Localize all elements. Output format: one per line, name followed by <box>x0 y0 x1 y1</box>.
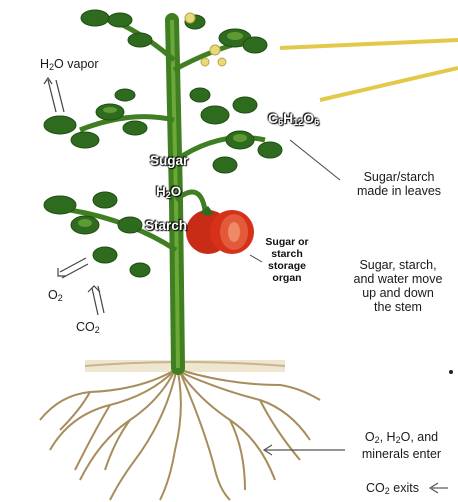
label-co2: CO2 <box>76 320 100 337</box>
roots <box>40 370 320 500</box>
label-storage-organ: Sugar or starch storage organ <box>255 236 319 284</box>
label-h2o-stem: H2O <box>156 184 181 200</box>
label-o2: O2 <box>48 288 63 305</box>
pointer-leaves <box>290 140 340 180</box>
label-sugar-made-in-leaves: Sugar/starch made in leaves <box>340 170 458 198</box>
pointer-formula <box>320 68 458 100</box>
label-sugar: Sugar <box>150 153 188 168</box>
vapor-arrows <box>44 78 64 112</box>
label-h2o-vapor: H2O vapor <box>40 57 99 74</box>
tomato-fruit <box>186 206 254 254</box>
label-stem-transport: Sugar, starch, and water move up and dow… <box>338 258 458 314</box>
label-minerals-enter: O2, H2O, and minerals enter <box>345 430 458 461</box>
gas-arrows <box>58 258 104 315</box>
pointer-flowers <box>280 40 458 48</box>
edge-dot <box>449 370 453 374</box>
label-glucose-formula: C6H12O6 <box>268 110 319 127</box>
label-starch: Starch <box>145 218 187 233</box>
label-co2-exits: CO2 exits <box>366 481 419 498</box>
